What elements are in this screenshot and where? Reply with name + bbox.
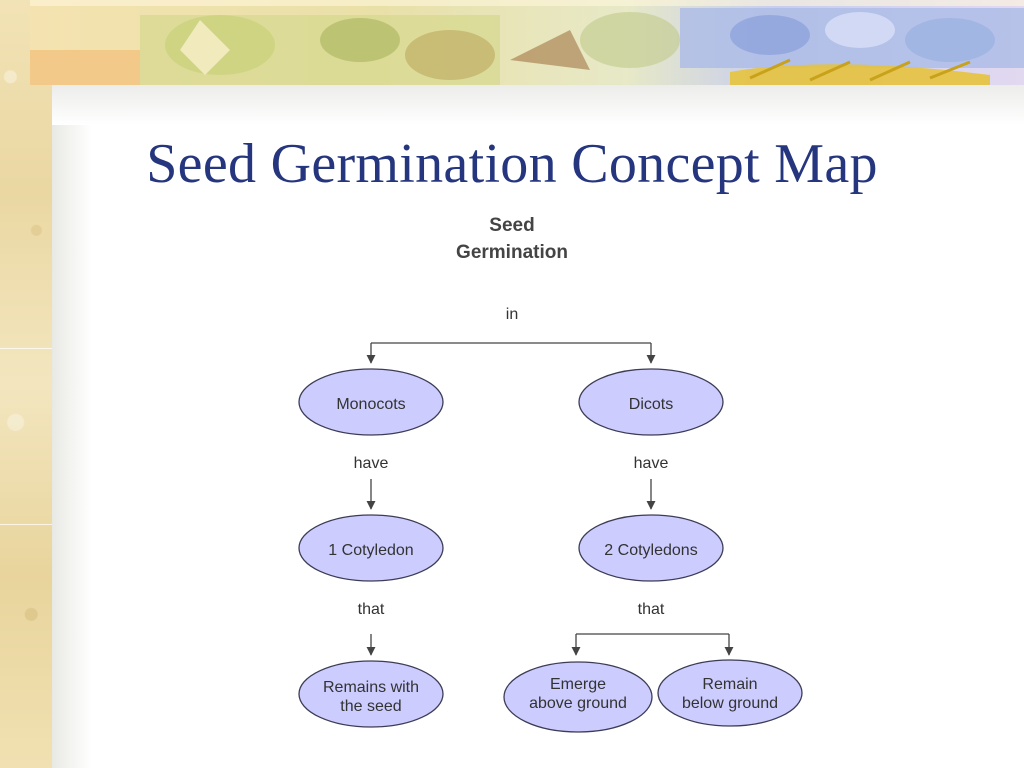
node-emerge-above-ground (503, 661, 653, 733)
root-node-line-1: Seed (489, 215, 534, 236)
root-node-line-2: Germination (456, 242, 568, 263)
node-remains-with-seed (298, 660, 444, 728)
node-emerge-above-ground-line-2: above ground (529, 695, 627, 712)
page-title: Seed Germination Concept Map (146, 133, 878, 195)
node-remains-with-seed-line-1: Remains with (323, 679, 419, 696)
node-two-cotyledons-label: 2 Cotyledons (604, 542, 697, 559)
link-label-in: in (506, 306, 518, 323)
node-monocots-label: Monocots (336, 396, 405, 413)
node-monocots (298, 368, 444, 436)
node-remain-below-ground (657, 659, 803, 727)
link-label-that-left: that (358, 601, 385, 618)
node-dicots-label: Dicots (629, 396, 673, 413)
left-shade (52, 85, 92, 768)
link-label-have-left: have (354, 455, 389, 472)
top-shade (52, 85, 1024, 125)
left-decorative-strip (0, 0, 52, 768)
top-decorative-banner (30, 0, 1024, 85)
node-emerge-above-ground-line-1: Emerge (550, 676, 606, 693)
node-dicots (578, 368, 724, 436)
node-one-cotyledon-label: 1 Cotyledon (328, 542, 413, 559)
node-remain-below-ground-line-1: Remain (702, 676, 757, 693)
node-two-cotyledons (578, 514, 724, 582)
node-remain-below-ground-line-2: below ground (682, 695, 778, 712)
node-one-cotyledon (298, 514, 444, 582)
node-remains-with-seed-line-2: the seed (340, 698, 401, 715)
link-label-have-right: have (634, 455, 669, 472)
link-label-that-right: that (638, 601, 665, 618)
